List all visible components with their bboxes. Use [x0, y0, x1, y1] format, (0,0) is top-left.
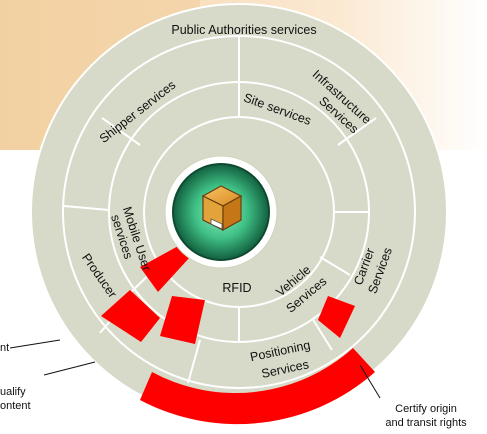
highlight-mobile-segment	[160, 296, 205, 344]
package-icon	[201, 185, 243, 232]
highlight-carrier-segment	[318, 296, 355, 338]
callout-bottom-right-line2: and transit rights	[385, 417, 467, 429]
callout-left-mid-line2: ontent	[0, 400, 31, 412]
public-authorities-label: Public Authorities services	[171, 23, 316, 37]
highlight-bottom-arc	[140, 348, 375, 425]
rfid-label: RFID	[222, 281, 251, 295]
callout-left-top: nt	[0, 342, 9, 354]
highlight-producer-segment	[101, 290, 160, 342]
callout-bottom-right-line1: Certify origin	[395, 403, 457, 415]
callout-left-mid-line1: ualify	[0, 386, 26, 398]
callout-lines	[9, 339, 381, 399]
